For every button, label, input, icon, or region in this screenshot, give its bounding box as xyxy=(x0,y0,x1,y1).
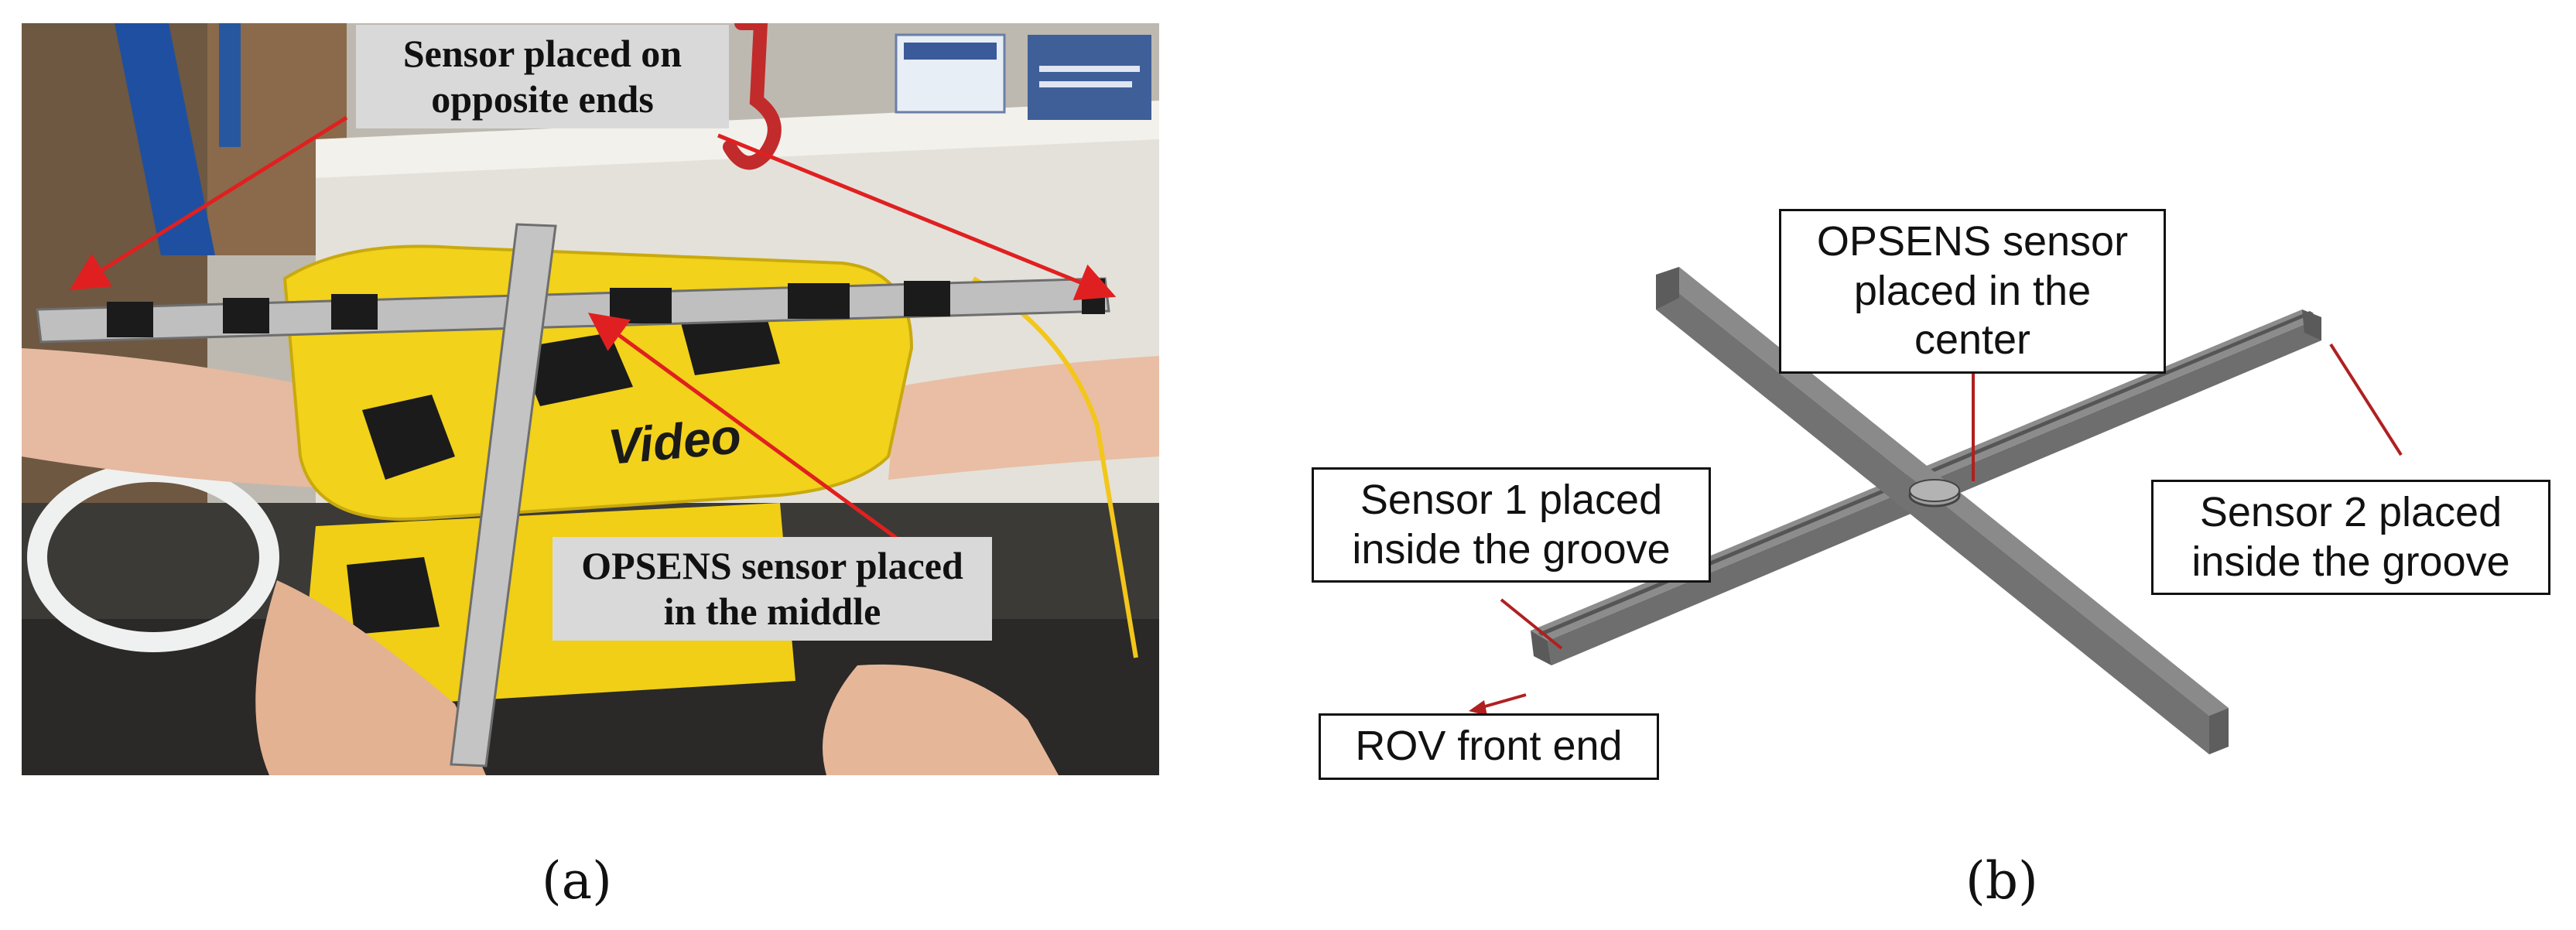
arrow-to-left-end xyxy=(69,115,348,291)
label-sensor2: Sensor 2 placed inside the groove xyxy=(2151,480,2550,596)
label-sensor1: Sensor 1 placed inside the groove xyxy=(1312,467,1711,583)
rov-photo-illustration: Video xyxy=(22,23,1159,775)
label-front-text: ROV front end xyxy=(1355,723,1623,769)
label-front: ROV front end xyxy=(1319,713,1659,780)
leader-sensor1 xyxy=(1500,598,1563,650)
label-opposite-ends-text: Sensor placed on opposite ends xyxy=(402,32,682,121)
label-center: OPSENS sensor placed in the center xyxy=(1779,209,2166,374)
label-opposite-ends: Sensor placed on opposite ends xyxy=(356,25,729,128)
arrow-to-middle xyxy=(587,313,898,540)
label-center-text: OPSENS sensor placed in the center xyxy=(1816,218,2129,364)
label-sensor1-text: Sensor 1 placed inside the groove xyxy=(1352,477,1671,573)
label-sensor2-text: Sensor 2 placed inside the groove xyxy=(2191,489,2510,585)
label-middle-text: OPSENS sensor placed in the middle xyxy=(581,544,963,633)
panel-b-diagram: OPSENS sensor placed in the center Senso… xyxy=(1238,0,2576,820)
rov-body-lettering: Video xyxy=(606,408,743,475)
cross-frame-3d xyxy=(1469,267,2403,754)
caption-b: (b) xyxy=(1965,851,2038,911)
front-arrow-icon xyxy=(1469,700,1487,716)
leader-front xyxy=(1479,693,1527,709)
label-middle: OPSENS sensor placed in the middle xyxy=(552,537,992,641)
leader-sensor2 xyxy=(2329,343,2403,456)
caption-a: (a) xyxy=(542,851,612,911)
arrow-to-right-end xyxy=(717,133,1117,301)
panel-a-photo: Video Sensor placed on opposite ends OPS… xyxy=(22,23,1159,775)
